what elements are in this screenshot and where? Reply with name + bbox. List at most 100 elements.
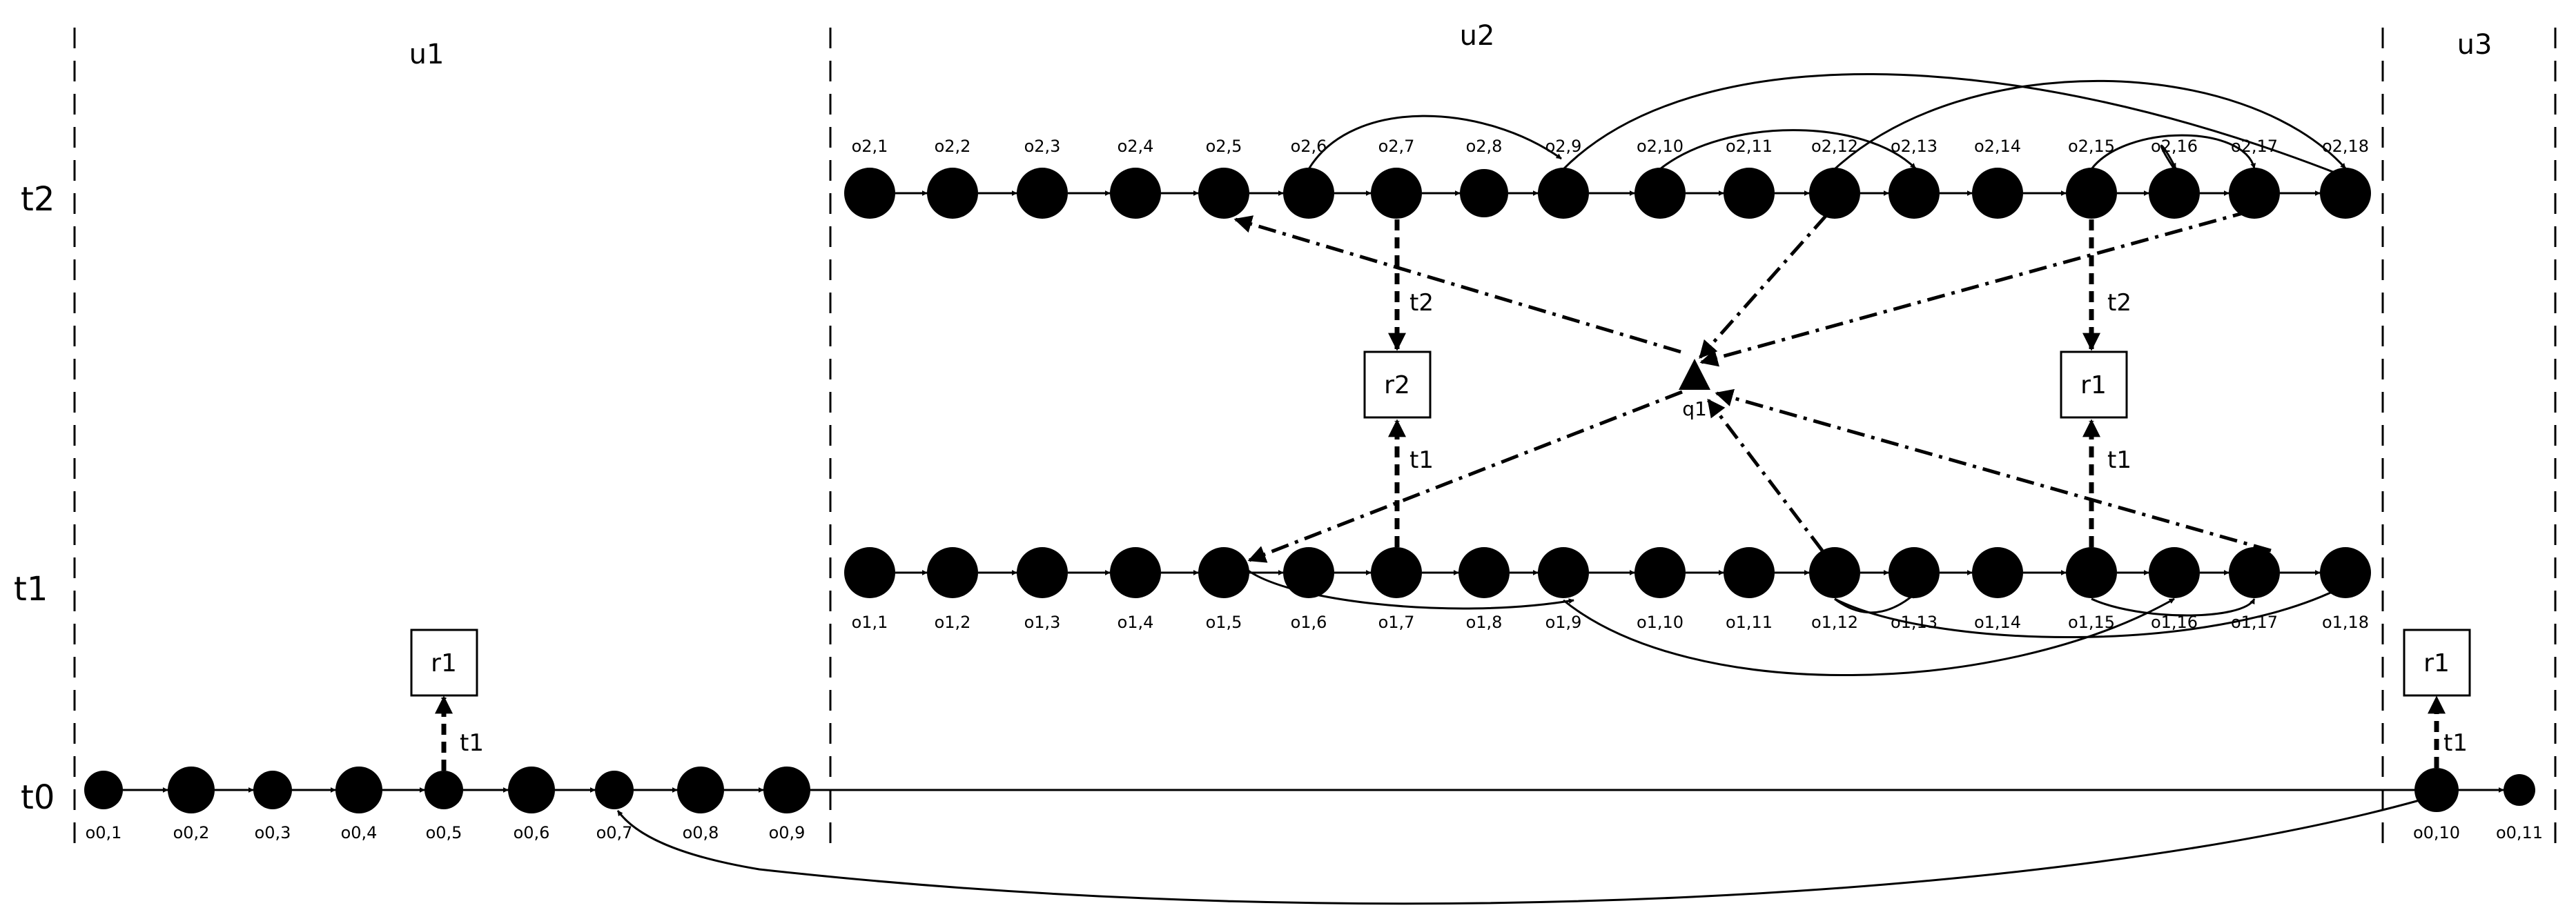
node-o1-5 <box>1198 547 1249 598</box>
node-label-o0-6: o0,6 <box>514 823 550 842</box>
node-label-o1-4: o1,4 <box>1118 613 1154 632</box>
node-o1-4 <box>1110 547 1161 598</box>
node-label-o1-10: o1,10 <box>1637 613 1684 632</box>
node-o1-13 <box>1889 547 1940 598</box>
node-label-o1-14: o1,14 <box>1974 613 2021 632</box>
node-label-o2-15: o2,15 <box>2068 137 2115 156</box>
node-o2-1 <box>844 168 895 219</box>
node-label-o2-9: o2,9 <box>1545 137 1582 156</box>
node-o2-14 <box>1972 168 2023 219</box>
node-o2-15 <box>2066 168 2117 219</box>
query-edge-from-o1-17 <box>1715 388 2272 553</box>
node-label-o0-2: o0,2 <box>173 823 210 842</box>
node-o1-1 <box>844 547 895 598</box>
edge-label-r1-u3: t1 <box>2443 729 2468 757</box>
node-o1-9 <box>1538 547 1589 598</box>
node-o2-3 <box>1017 168 1068 219</box>
row-label-t2: t2 <box>21 180 55 219</box>
node-o0-3 <box>253 771 292 809</box>
node-o2-18 <box>2320 168 2371 219</box>
node-o0-10 <box>2414 768 2459 812</box>
t1-arc-12-18 <box>1834 585 2344 638</box>
section-label-u1: u1 <box>409 39 445 70</box>
node-label-o2-16: o2,16 <box>2151 137 2198 156</box>
node-label-o2-12: o2,12 <box>1811 137 1858 156</box>
node-label-o0-10: o0,10 <box>2413 823 2460 842</box>
node-label-o2-17: o2,17 <box>2231 137 2278 156</box>
query-edge-from-o1-12 <box>1707 398 1824 552</box>
query-edge-from-o2-12 <box>1699 214 1828 359</box>
t1-arc-9-16 <box>1563 597 2175 676</box>
node-o1-8 <box>1458 547 1510 598</box>
node-label-o2-14: o2,14 <box>1974 137 2021 156</box>
box-r1-t0: r1 t1 <box>410 629 484 757</box>
node-label-o2-4: o2,4 <box>1118 137 1154 156</box>
node-o2-17 <box>2229 168 2280 219</box>
node-label-o0-9: o0,9 <box>769 823 806 842</box>
node-label-o1-12: o1,12 <box>1811 613 1858 632</box>
node-o1-17 <box>2229 547 2280 598</box>
t1-arc-12-13 <box>1834 592 1916 614</box>
t2-arc-16-self <box>2160 144 2177 170</box>
node-label-o2-10: o2,10 <box>1637 137 1684 156</box>
node-o0-6 <box>508 767 555 813</box>
node-label-o0-11: o0,11 <box>2496 823 2543 842</box>
box-r1-u3: r1 t1 <box>2403 629 2471 757</box>
node-label-o0-8: o0,8 <box>683 823 719 842</box>
node-o1-2 <box>927 547 978 598</box>
node-label-o2-6: o2,6 <box>1291 137 1327 156</box>
node-o2-4 <box>1110 168 1161 219</box>
box-r2: r2 t2 t1 <box>1363 289 1434 474</box>
node-o1-7 <box>1371 547 1422 598</box>
edge-label-r1-t0: t1 <box>460 729 484 757</box>
node-o0-5 <box>425 771 463 809</box>
query-edges <box>1233 209 2272 563</box>
box-r1-u2: r1 t2 t1 <box>2060 289 2131 474</box>
box-r1-u3-rect <box>2403 629 2471 697</box>
node-label-o1-5: o1,5 <box>1206 613 1242 632</box>
box-r2-rect <box>1363 350 1432 419</box>
chain-edges <box>123 190 2504 793</box>
query-node: q1 <box>1679 359 1710 420</box>
node-o2-9 <box>1538 168 1589 219</box>
box-r1-t0-rect <box>410 629 478 697</box>
node-label-o2-8: o2,8 <box>1466 137 1503 156</box>
node-o2-7 <box>1371 168 1422 219</box>
box-r2-label: r2 <box>1384 371 1410 399</box>
node-o0-2 <box>168 767 215 813</box>
node-label-o0-5: o0,5 <box>426 823 462 842</box>
node-label-o1-13: o1,13 <box>1891 613 1938 632</box>
node-o2-16 <box>2149 168 2200 219</box>
node-label-o2-7: o2,7 <box>1378 137 1415 156</box>
edge-label-r2-bottom: t1 <box>1409 446 1434 474</box>
node-label-o1-6: o1,6 <box>1291 613 1327 632</box>
section-label-u3: u3 <box>2457 29 2492 61</box>
node-label-o1-11: o1,11 <box>1726 613 1773 632</box>
box-r1-u2-rect <box>2060 350 2128 419</box>
node-o1-12 <box>1809 547 1860 598</box>
node-o2-8 <box>1460 169 1508 217</box>
node-o2-6 <box>1283 168 1334 219</box>
node-o1-18 <box>2320 547 2371 598</box>
node-o2-10 <box>1635 168 1686 219</box>
node-o1-14 <box>1972 547 2023 598</box>
node-o1-6 <box>1283 547 1334 598</box>
node-o2-12 <box>1809 168 1860 219</box>
node-label-o1-3: o1,3 <box>1024 613 1061 632</box>
node-label-o2-11: o2,11 <box>1726 137 1773 156</box>
node-label-o1-16: o1,16 <box>2151 613 2198 632</box>
query-edge-to-o1-5 <box>1247 390 1683 563</box>
edge-label-r1-u2-top: t2 <box>2107 289 2131 317</box>
node-label-o1-17: o1,17 <box>2231 613 2278 632</box>
node-label-o2-3: o2,3 <box>1024 137 1061 156</box>
node-label-o0-4: o0,4 <box>341 823 378 842</box>
t0-back-arc-10-7 <box>616 799 2420 905</box>
curved-edges <box>616 73 2420 905</box>
node-label-o2-13: o2,13 <box>1891 137 1938 156</box>
query-label: q1 <box>1682 397 1707 420</box>
t2-arc-6-9 <box>1307 115 1562 170</box>
t1-arc-5-9 <box>1241 564 1574 610</box>
row-label-t1: t1 <box>14 570 48 609</box>
